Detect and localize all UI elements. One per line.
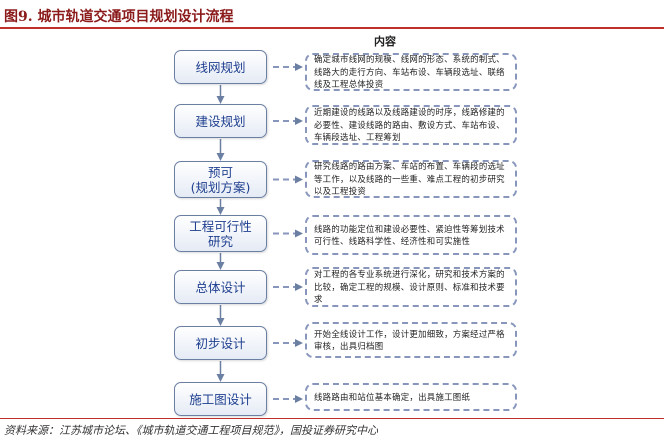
step-box: 工程可行性 研究	[174, 215, 267, 252]
step-description-text: 线路的功能定位和建设必要性、紧迫性等筹划技术可行性、线路科学性、经济性和可实施性	[314, 223, 505, 247]
step-label: 工程可行性 研究	[189, 218, 252, 249]
content-column-header: 内容	[374, 35, 396, 48]
step-label: 总体设计	[195, 279, 246, 295]
step-description-text: 开始全线设计工作，设计更加细致，方案经过严格审核，出具归档图	[314, 328, 505, 352]
step-label: 线网规划	[195, 59, 246, 75]
step-box: 建设规划	[174, 104, 267, 138]
step-description-text: 对工程的各专业系统进行深化，研究和技术方案的比较，确定工程的规模、设计原则、标准…	[314, 269, 505, 305]
title-divider	[0, 27, 664, 29]
step-box: 线网规划	[174, 50, 267, 84]
footer-divider	[0, 418, 664, 419]
step-description: 近期建设的线路以及线路建设的时序，线路修建的必要性、建设线路的路由、敷设方式、车…	[305, 105, 517, 145]
step-label: 建设规划	[195, 113, 246, 129]
step-box: 预可 (规划方案)	[174, 161, 267, 198]
step-description-text: 确定城市线网的规模、线网的形态、系统的制式、线路大的走行方向、车站布设、车辆段选…	[314, 54, 505, 90]
step-description: 对工程的各专业系统进行深化，研究和技术方案的比较，确定工程的规模、设计原则、标准…	[305, 267, 517, 307]
step-description: 确定城市线网的规模、线网的形态、系统的制式、线路大的走行方向、车站布设、车辆段选…	[305, 53, 517, 91]
step-description: 开始全线设计工作，设计更加细致，方案经过严格审核，出具归档图	[305, 322, 517, 358]
source-note: 资料来源：江苏城市论坛、《城市轨道交通工程项目规范》，国投证券研究中心	[4, 424, 378, 437]
step-label: 初步设计	[195, 335, 246, 351]
figure-title: 图9. 城市轨道交通项目规划设计流程	[4, 9, 234, 25]
step-description-text: 研究线路的路由方案、车站的布置、车辆段的选址等工作，以及线路的一些重、难点工程的…	[314, 161, 505, 197]
step-box: 总体设计	[174, 270, 267, 304]
step-description: 研究线路的路由方案、车站的布置、车辆段的选址等工作，以及线路的一些重、难点工程的…	[305, 160, 517, 198]
step-description-text: 近期建设的线路以及线路建设的时序，线路修建的必要性、建设线路的路由、敷设方式、车…	[314, 107, 505, 143]
step-description-text: 线路路由和站位基本确定，出具施工图纸	[314, 391, 471, 402]
step-box: 初步设计	[174, 326, 267, 360]
step-description: 线路路由和站位基本确定，出具施工图纸	[305, 383, 517, 411]
step-label: 施工图设计	[189, 391, 252, 407]
step-box: 施工图设计	[174, 382, 267, 416]
step-description: 线路的功能定位和建设必要性、紧迫性等筹划技术可行性、线路科学性、经济性和可实施性	[305, 215, 517, 255]
step-label: 预可 (规划方案)	[190, 164, 251, 195]
